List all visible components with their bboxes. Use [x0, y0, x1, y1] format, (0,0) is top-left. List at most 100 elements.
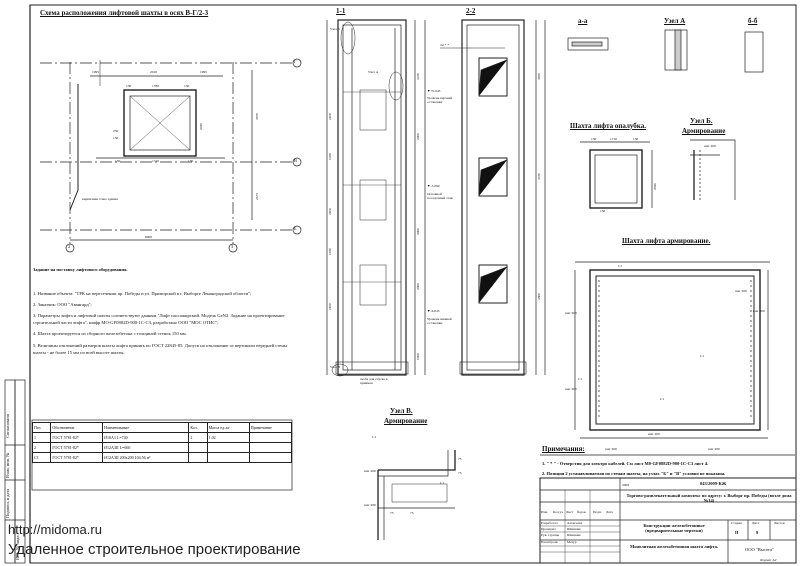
table-header-row: Поз. Обозначение Наименование Кол. Масса…: [31, 422, 293, 433]
table-cell: Ø10А1 L=740: [102, 432, 190, 443]
sheet-value: 9: [756, 530, 759, 535]
dim-11: 3470: [416, 73, 420, 80]
notes-title: Примечания:: [542, 445, 585, 453]
rebar-step: шаг 200: [735, 289, 747, 293]
formwork-dim: 150: [591, 137, 597, 141]
task-title: Задание на поставку лифтового оборудован…: [33, 267, 128, 272]
sheet-title: Монолитная железобетонная шахта лифта.: [630, 544, 718, 549]
table-cell: 2: [31, 442, 52, 453]
stage-value: П: [735, 530, 739, 535]
role-label: Разработал: [541, 521, 558, 525]
dim-right-2: 2575: [255, 193, 259, 200]
sheets-header: Листов: [774, 521, 785, 525]
formwork-dim: 150: [600, 209, 606, 213]
table-cell: [206, 452, 250, 463]
table-cell: ГОСТ 5781-82*: [50, 452, 104, 463]
formwork-title: Шахта лифта опалубка.: [570, 122, 646, 130]
doc-year: 2009: [622, 483, 629, 487]
dim-11: 2100: [328, 208, 332, 215]
task-list: 1. Название объекта: "ТРК на пересечении…: [33, 290, 295, 360]
dim-top-2: 2010: [150, 70, 157, 74]
scheme-note: кирпичная стена здания: [82, 197, 118, 201]
mark-main-floor: Основной посадочный этаж: [427, 192, 454, 200]
rebar-c1: С1: [618, 264, 623, 268]
uzel-v-step: шаг 200: [364, 503, 376, 507]
mark-bottom-stop: Уровень нижней остановки: [427, 317, 452, 325]
note-item: 1. " * " - Отверстия для электро кабелей…: [542, 461, 709, 466]
company-name: ООО "Высота": [745, 547, 774, 552]
rebar-c1: С1: [660, 397, 665, 401]
watermark-url: http://midoma.ru: [8, 522, 102, 537]
format-label: Формат А2: [760, 558, 777, 562]
dim-11: 2000: [416, 228, 420, 235]
dim-top-3: 1995: [200, 70, 207, 74]
dim-bottom: 6000: [145, 235, 152, 239]
dim-misc-3: 150: [188, 159, 194, 163]
col-header: Масса ед.,кг: [206, 422, 250, 433]
uzel-v-dim: 75: [390, 511, 394, 515]
label-uzel-a: Узел А: [368, 70, 379, 74]
col-header: Примечание: [248, 422, 293, 433]
table-row: 1 ГОСТ 5781-82* Ø10А1 L=740 2 1.02: [31, 432, 293, 443]
role-label: Лист: [566, 510, 574, 514]
detail-bb-title: б-б: [748, 17, 758, 25]
sheet-header: Лист: [752, 521, 760, 525]
table-cell: ГОСТ 5781-82*: [50, 432, 104, 443]
object-name: Торгово-развлекательный комплекс по адре…: [626, 493, 792, 503]
watermark: http://midoma.ru Удаленное строительное …: [8, 522, 301, 558]
table-cell: [188, 442, 208, 453]
axis-col-3: 3: [231, 244, 234, 249]
mark-minus-6045: ▼-6.045: [427, 309, 440, 313]
role-label: №док.: [577, 510, 587, 514]
table-cell: [188, 452, 208, 463]
uzel-v-c1: С1: [372, 435, 377, 439]
uzel-b-subtitle: Армирование: [682, 127, 726, 135]
task-item: 1. Название объекта: "ТРК на пересечении…: [33, 291, 252, 296]
uzel-v-step: шаг 200: [364, 469, 376, 473]
label-uzel-v: Узел В: [330, 365, 341, 369]
task-item: 5. Величины отклонений размеров шахты ли…: [33, 342, 287, 355]
rebar-step: шаг 200: [648, 432, 660, 436]
dim-11: 1450: [328, 153, 332, 160]
dim-top-1: 1995: [92, 70, 99, 74]
role-label: Кол.уч: [553, 510, 563, 514]
dim-11: 1450: [328, 248, 332, 255]
table-cell: Ø12А3II L=660: [102, 442, 190, 453]
uzel-b-title: Узел Б.: [690, 117, 713, 125]
table-cell: [248, 432, 293, 443]
section-11-title: 1-1: [336, 7, 346, 15]
col-header: Обозначение: [50, 422, 104, 433]
table-cell: 1.02: [206, 432, 250, 443]
uzel-v-c1: С1: [440, 481, 445, 485]
dim-misc-6: 2020: [199, 123, 203, 130]
dim-22: 4800: [537, 293, 541, 300]
dim-inner-2: 1780: [152, 84, 159, 88]
rebar-step: шаг 200: [565, 311, 577, 315]
role-label: Рук. группы: [541, 533, 560, 537]
mark-top-stop: Уровень верхней остановки: [427, 96, 453, 104]
axis-col-2: 2: [68, 244, 71, 249]
rebar-c1: С1: [578, 377, 583, 381]
person-name: Шишкин: [567, 533, 581, 537]
table-cell: ГОСТ 5781-82*: [50, 442, 104, 453]
table-cell: [248, 452, 293, 463]
table-cell: Ø12А3II 200х200 104.56 м²: [102, 452, 190, 463]
watermark-slogan: Удаленное строительное проектирование: [8, 541, 301, 558]
role-label: Проверил: [541, 527, 556, 531]
dim-misc-4: 250: [113, 129, 119, 133]
rebar-step: шаг 200: [753, 309, 765, 313]
dim-11: 2100: [328, 113, 332, 120]
dim-11: 2000: [416, 283, 420, 290]
dim-misc-5: 150: [113, 136, 119, 140]
person-name: Мезур: [567, 540, 577, 544]
dim-misc-1: 150: [115, 159, 121, 163]
axis-row-b: Б: [294, 226, 297, 231]
stamp-replace-inv: Взам. инв. №: [5, 452, 10, 478]
rebar-step: шаг 200: [605, 447, 617, 451]
dim-inner-1: 130: [126, 84, 132, 88]
rebar-step: шаг 200: [708, 447, 720, 451]
detail-aa-title: а-а: [578, 17, 588, 25]
person-name: Алексеева: [567, 521, 583, 525]
